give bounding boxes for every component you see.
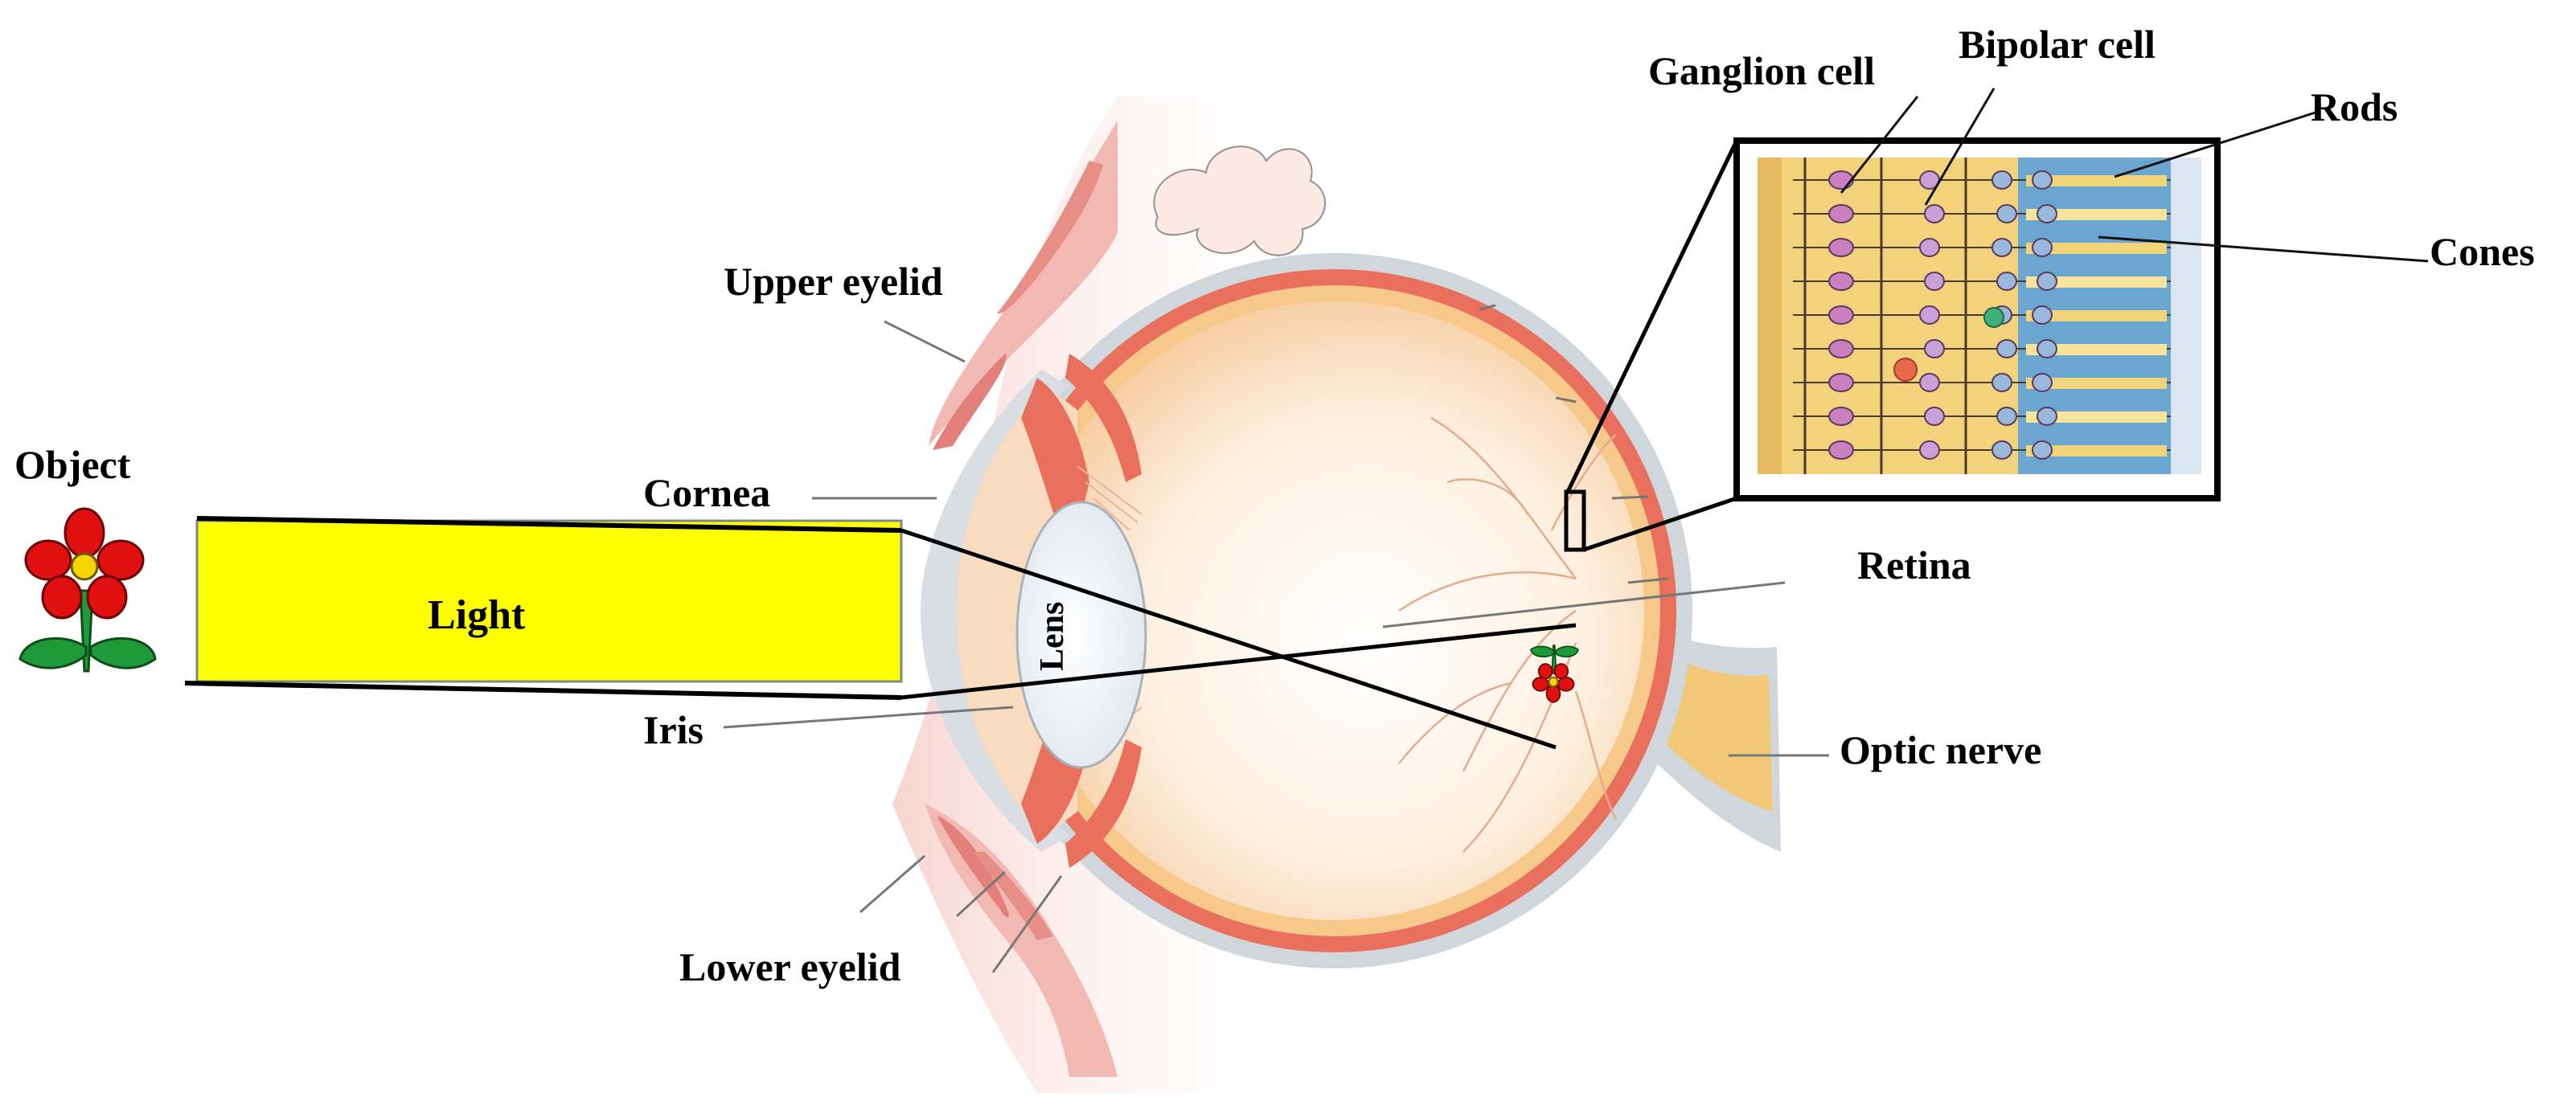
retina-zoom xyxy=(1564,88,2429,552)
retina-inset xyxy=(1758,158,2201,474)
bipolar-cell-body xyxy=(1919,440,1940,460)
bipolar-cell-body xyxy=(1924,272,1945,291)
photoreceptor-nucleus xyxy=(2037,204,2057,223)
label-upper-eyelid: Upper eyelid xyxy=(724,259,943,304)
label-bipolar-cell: Bipolar cell xyxy=(1959,22,2156,67)
label-object: Object xyxy=(14,442,131,487)
lens-shape xyxy=(1015,501,1147,769)
ganglion-cell-body xyxy=(1828,373,1854,392)
photoreceptor-nucleus xyxy=(1991,440,2012,460)
cornea xyxy=(921,370,1069,852)
photoreceptor-stripe xyxy=(2026,378,2167,389)
label-cornea: Cornea xyxy=(643,470,770,515)
photoreceptor-nucleus xyxy=(1996,204,2017,223)
photoreceptor-nucleus xyxy=(1991,238,2012,257)
label-lens: Lens xyxy=(1034,602,1071,671)
label-optic-nerve: Optic nerve xyxy=(1840,727,2041,772)
photoreceptor-stripe xyxy=(2026,344,2167,355)
photoreceptor-nucleus xyxy=(1991,373,2012,392)
lower-eyelid-leader-2 xyxy=(955,870,1007,918)
ganglion-cell-body xyxy=(1828,238,1854,257)
ganglion-cell-body xyxy=(1828,440,1854,460)
rods-leader xyxy=(2114,111,2316,178)
ganglion-cell-body xyxy=(1828,170,1854,190)
photoreceptor-stripe xyxy=(2026,276,2167,288)
photoreceptor-nucleus xyxy=(1996,339,2017,358)
photoreceptor-stripe xyxy=(2026,175,2167,186)
photoreceptor-nucleus xyxy=(2032,170,2053,190)
labels: Object Light Cornea Iris Lens Upper eyel… xyxy=(14,22,2535,989)
photoreceptor-stripe xyxy=(2026,445,2167,456)
photoreceptor-nucleus xyxy=(2037,272,2057,291)
lower-eyelid-leader-3 xyxy=(991,875,1063,973)
photoreceptor-nucleus xyxy=(2037,407,2057,426)
cones-leader xyxy=(2098,235,2429,263)
photoreceptor-nucleus xyxy=(1996,407,2017,426)
photoreceptor-stripe xyxy=(2026,310,2167,321)
leader-lines xyxy=(723,304,1829,973)
photoreceptor-stripe xyxy=(2026,209,2167,220)
lower-eyelid xyxy=(925,804,1118,1077)
bipolar-cell-body xyxy=(1924,204,1945,223)
label-rods: Rods xyxy=(2311,84,2398,129)
photoreceptor-nucleus xyxy=(2037,339,2057,358)
inverted-flower-icon xyxy=(1530,645,1579,703)
retina-leader xyxy=(1382,581,1786,628)
bipolar-cell-body xyxy=(1924,407,1945,426)
light-beam xyxy=(184,516,1577,750)
ganglion-cell-body xyxy=(1828,272,1854,291)
lower-eyelid-leader-1 xyxy=(859,854,925,914)
bipolar-cell-body xyxy=(1919,305,1940,325)
photoreceptor-nucleus xyxy=(1991,170,2012,190)
zoom-source-box xyxy=(1564,489,1586,552)
photoreceptor-nucleus xyxy=(2032,305,2053,325)
label-lower-eyelid: Lower eyelid xyxy=(679,944,901,989)
bipolar-cell-leader xyxy=(1924,88,1996,206)
upper-eyelid xyxy=(929,121,1118,450)
bipolar-cell-body xyxy=(1919,373,1940,392)
bipolar-cell-body xyxy=(1919,238,1940,257)
flower-icon xyxy=(18,507,157,673)
photoreceptor-nucleus xyxy=(2032,373,2053,392)
ganglion-cell-body xyxy=(1828,407,1854,426)
bipolar-cell-body xyxy=(1924,339,1945,358)
label-cones: Cones xyxy=(2430,229,2535,274)
photoreceptor-stripe xyxy=(2026,411,2167,423)
iris-leader xyxy=(723,706,1014,729)
label-light: Light xyxy=(428,592,526,638)
upper-eyelid-leader xyxy=(884,320,966,363)
label-retina: Retina xyxy=(1857,542,1971,587)
ganglion-cell-body xyxy=(1828,339,1854,358)
photoreceptor-nucleus xyxy=(1996,272,2017,291)
ganglion-cell-body xyxy=(1828,204,1854,223)
ganglion-cell-leader xyxy=(1840,96,1919,194)
ganglion-cell-body xyxy=(1828,305,1854,325)
label-ganglion-cell: Ganglion cell xyxy=(1648,48,1875,93)
eyeball xyxy=(921,253,1781,968)
label-iris: Iris xyxy=(643,707,703,752)
photoreceptor-nucleus xyxy=(2032,440,2053,460)
photoreceptor-nucleus xyxy=(2032,238,2053,257)
photoreceptor-stripe xyxy=(2026,243,2167,254)
